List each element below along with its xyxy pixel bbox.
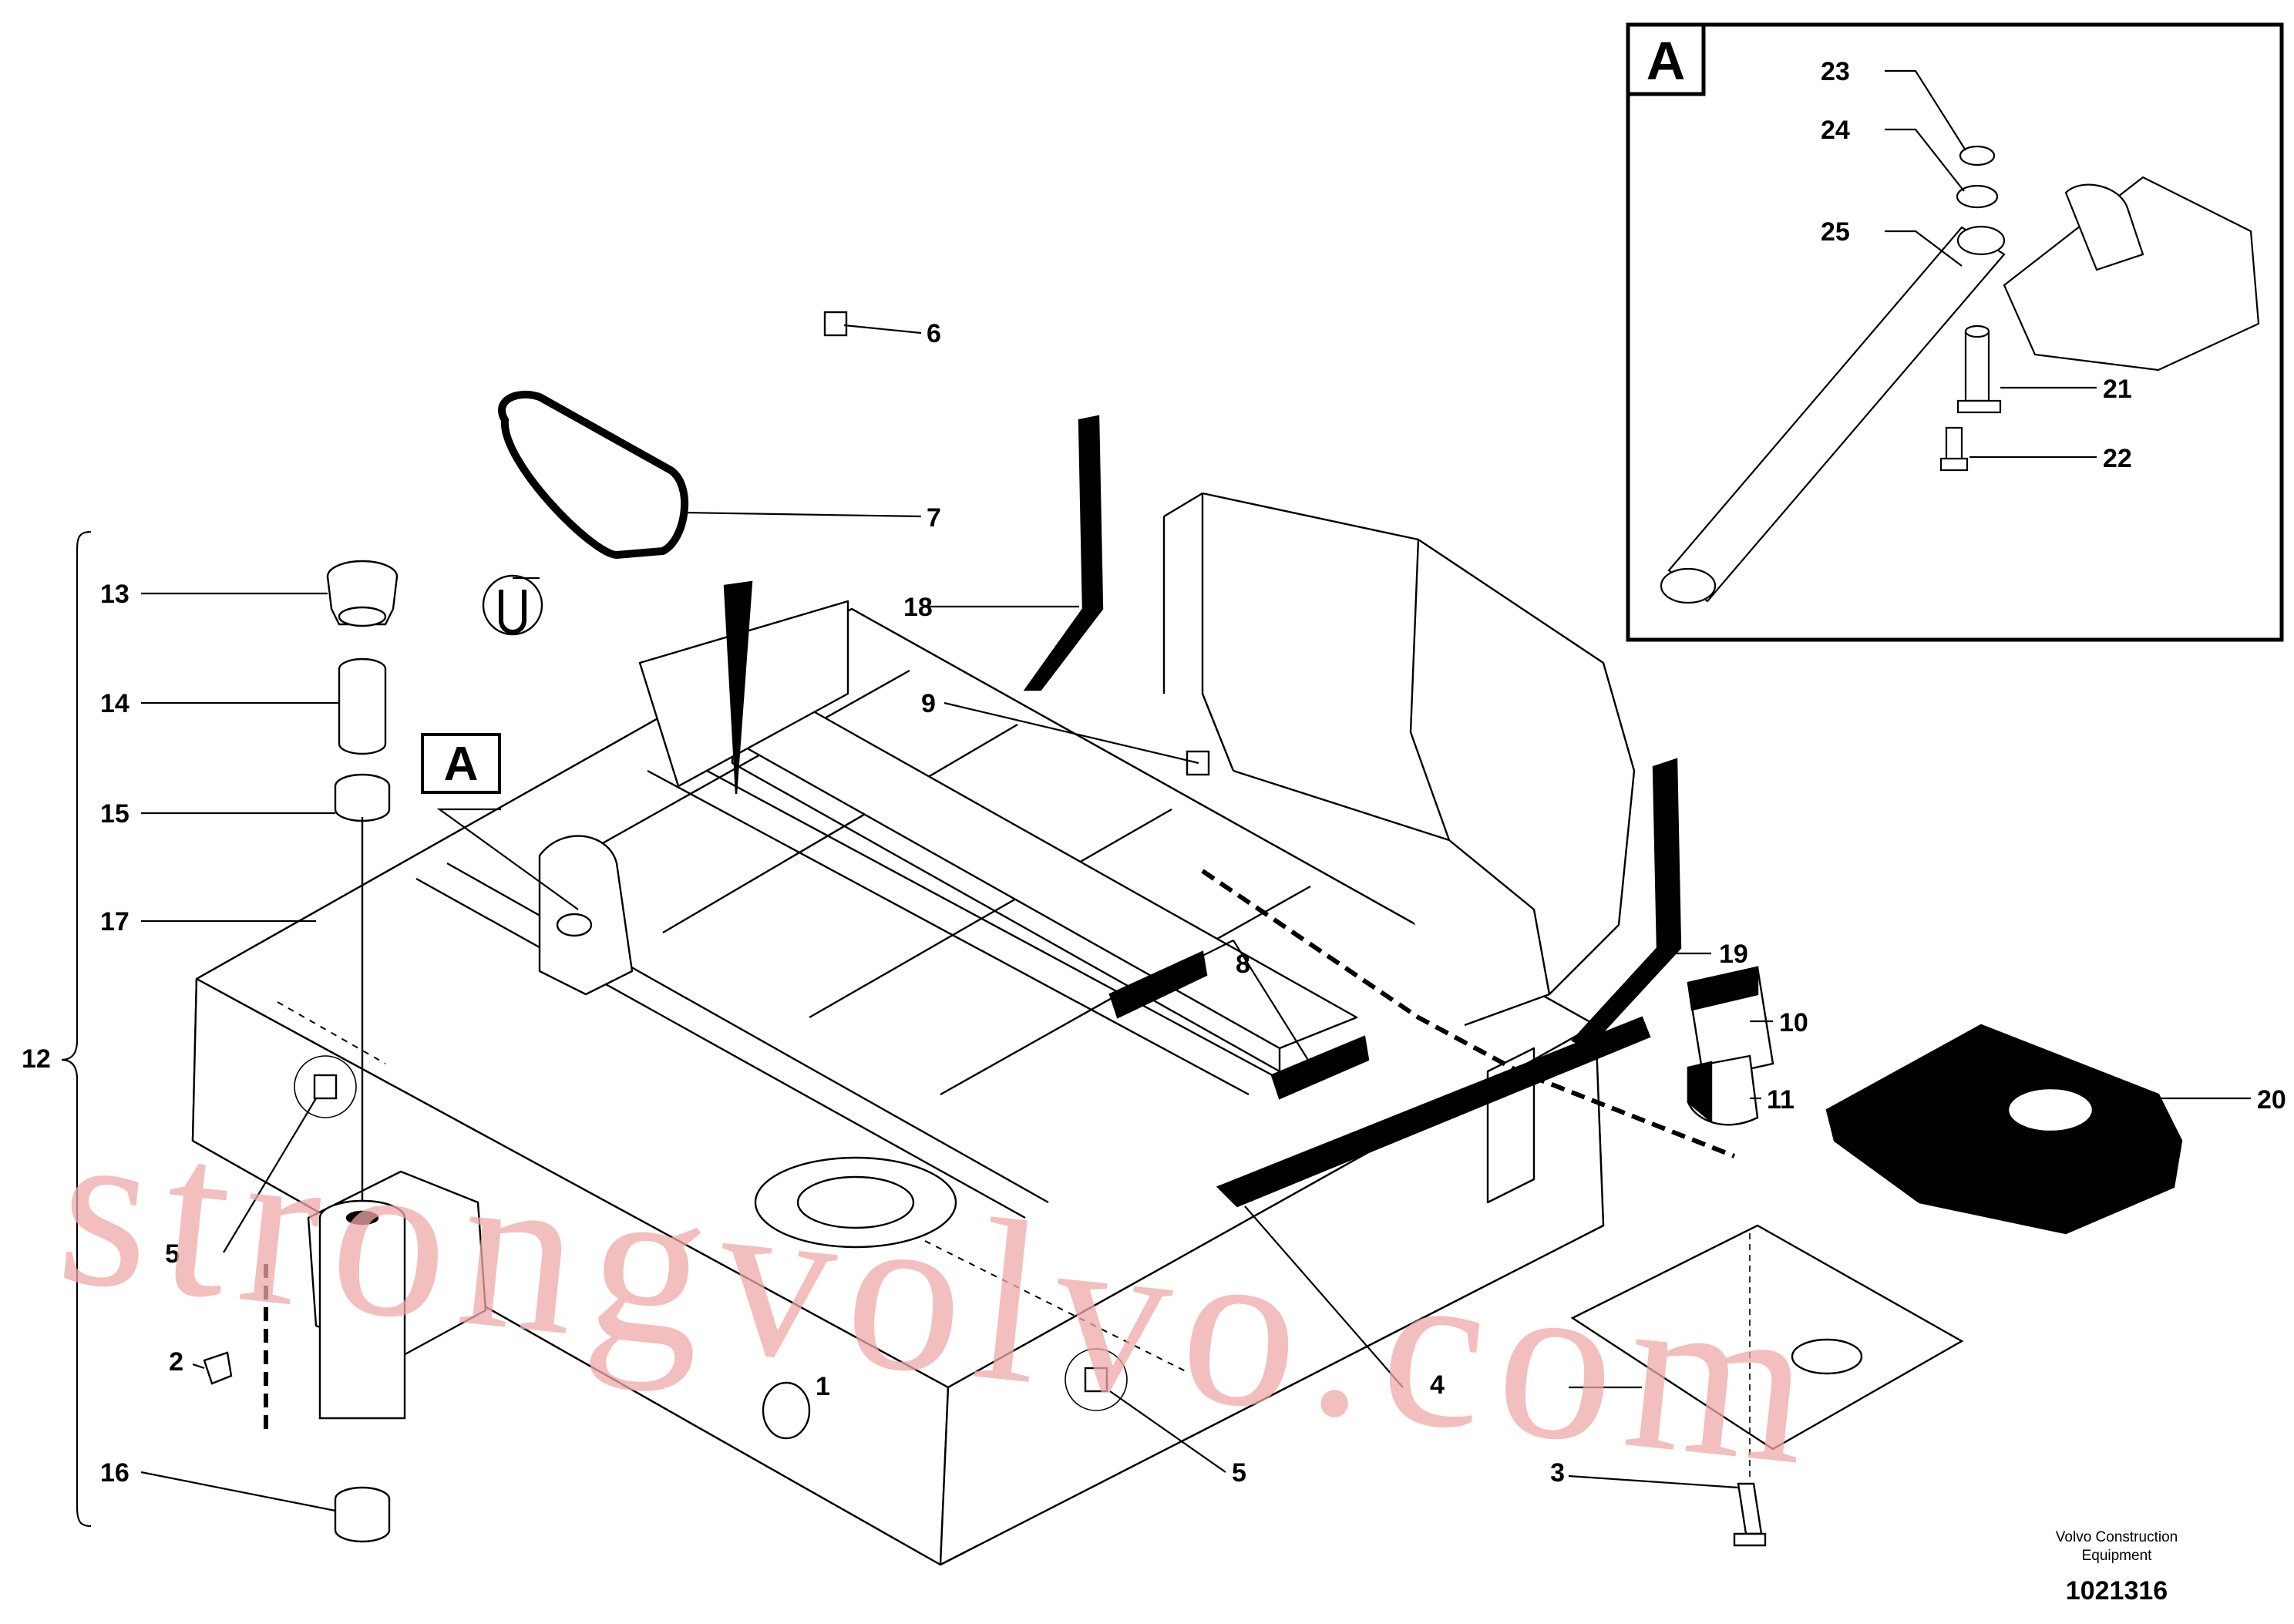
caption-block: Volvo Construction Equipment 1021316	[2056, 1529, 2178, 1606]
callout-5-left: 5	[165, 1239, 180, 1269]
callout-15: 15	[100, 799, 130, 829]
detail-marker-main: A	[421, 733, 501, 794]
swing-post-stack	[318, 560, 406, 1543]
inset-detail-a: A	[1626, 22, 2284, 642]
callout-13: 13	[100, 580, 130, 609]
callout-11: 11	[1767, 1085, 1794, 1115]
callout-9: 9	[921, 689, 936, 718]
callout-24: 24	[1821, 116, 1850, 145]
inset-marker-letter: A	[1646, 31, 1686, 91]
callout-1: 1	[816, 1372, 830, 1401]
callout-10: 10	[1779, 1008, 1808, 1037]
callout-20: 20	[2257, 1085, 2286, 1115]
loose-parts	[203, 311, 2183, 1547]
callout-6: 6	[927, 319, 941, 348]
callout-16: 16	[100, 1458, 130, 1488]
caption-line-2: Equipment	[2082, 1548, 2153, 1564]
leader-lines	[61, 324, 2251, 1528]
callout-22: 22	[2103, 444, 2132, 473]
document-number: 1021316	[2066, 1576, 2168, 1606]
callout-17: 17	[100, 907, 130, 936]
callout-12: 12	[22, 1044, 51, 1074]
callout-4: 4	[1430, 1370, 1445, 1400]
callout-21: 21	[2103, 375, 2132, 404]
callout-labels: 1 2 3 4 5 5 6 7 8 9 10 11 12 13 14 15 16…	[22, 57, 2286, 1488]
callout-23: 23	[1821, 57, 1850, 86]
callout-8: 8	[1236, 950, 1250, 979]
callout-5-right: 5	[1232, 1458, 1246, 1488]
callout-2: 2	[169, 1347, 183, 1377]
callout-14: 14	[100, 689, 130, 718]
detail-marker-letter: A	[444, 738, 479, 791]
callout-25: 25	[1821, 217, 1850, 247]
callout-18: 18	[903, 593, 933, 622]
callout-7: 7	[927, 503, 941, 533]
callout-3: 3	[1550, 1458, 1565, 1488]
caption-line-1: Volvo Construction	[2056, 1529, 2178, 1545]
callout-19: 19	[1719, 940, 1748, 969]
